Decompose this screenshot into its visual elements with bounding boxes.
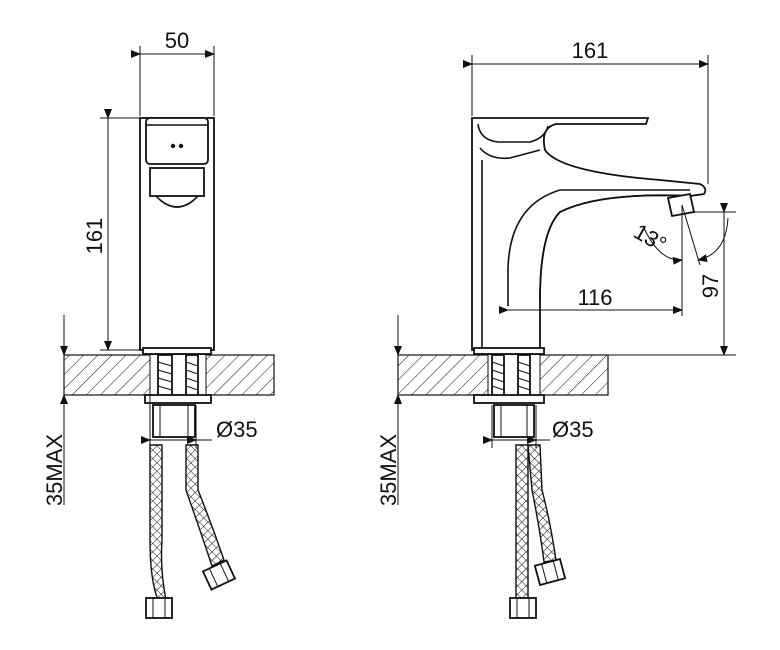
side-angle-label: 13°	[630, 219, 671, 257]
hose-side-right	[527, 444, 557, 563]
side-spout-height-label: 97	[698, 274, 723, 298]
front-width-label: 50	[165, 28, 189, 53]
front-hole-label: Ø35	[216, 417, 258, 442]
side-hole-label: Ø35	[552, 417, 594, 442]
hose-front-left	[149, 444, 167, 601]
front-view: 50 161 35MAX Ø35	[42, 28, 275, 619]
hose-front-right	[185, 444, 225, 567]
side-max-label: 35MAX	[376, 434, 401, 506]
front-max-label: 35MAX	[42, 434, 67, 506]
aerator-front	[149, 167, 205, 197]
side-view: 161 13° 116 97 35MAX Ø35	[376, 38, 736, 619]
handle-indicator-icon	[170, 143, 176, 149]
side-reach-label: 116	[577, 285, 612, 310]
faucet-base-front	[142, 347, 212, 355]
side-length-label: 161	[572, 38, 609, 63]
front-height-label: 161	[82, 218, 107, 255]
handle-front	[145, 117, 209, 165]
hose-side-left	[515, 444, 529, 601]
